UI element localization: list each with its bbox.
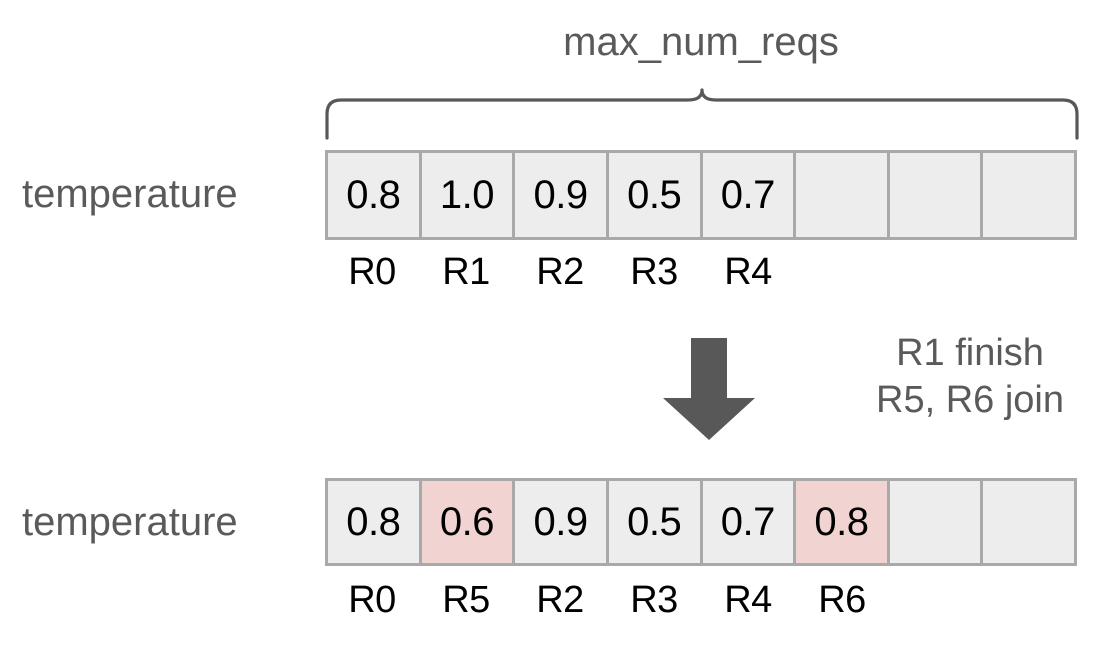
transition-note-line: R5, R6 join — [876, 379, 1064, 422]
request-id-label: R0 — [348, 579, 396, 621]
request-ids-after: R0 R5 R2 R3 R4 R6 — [325, 581, 1077, 619]
request-id-label: R4 — [724, 251, 772, 293]
request-id-label: R3 — [630, 251, 678, 293]
transition-note-line: R1 finish — [896, 332, 1044, 374]
buffer-cell: 1.0 — [421, 153, 516, 237]
buffer-cell-empty — [889, 481, 984, 563]
buffer-cell-highlighted: 0.8 — [796, 481, 890, 563]
request-id-label-empty — [795, 253, 889, 291]
buffer-cell-highlighted: 0.6 — [421, 481, 516, 563]
request-ids-before: R0 R1 R2 R3 R4 — [325, 253, 1077, 291]
request-id-label: R5 — [442, 579, 490, 621]
buffer-cell-empty — [889, 153, 984, 237]
request-id-label: R6 — [818, 579, 866, 621]
request-id-label-empty — [983, 253, 1077, 291]
down-arrow-icon — [663, 338, 755, 440]
request-id-label-empty — [983, 581, 1077, 619]
transition-note: R1 finish R5, R6 join — [840, 330, 1100, 424]
buffer-cell: 0.5 — [608, 153, 703, 237]
buffer-cell-empty — [796, 153, 890, 237]
buffer-cell: 0.9 — [515, 153, 609, 237]
row-label-after: temperature — [22, 500, 238, 544]
temperature-buffer-before: 0.8 1.0 0.9 0.5 0.7 — [325, 150, 1077, 240]
request-id-label: R2 — [536, 579, 584, 621]
buffer-cell: 0.9 — [515, 481, 609, 563]
request-id-label: R0 — [348, 251, 396, 293]
buffer-cell: 0.5 — [608, 481, 703, 563]
request-id-label: R3 — [630, 579, 678, 621]
buffer-cell: 0.7 — [702, 153, 797, 237]
max-num-reqs-title: max_num_reqs — [563, 20, 839, 64]
request-id-label-empty — [889, 581, 983, 619]
request-id-label-empty — [889, 253, 983, 291]
request-id-label: R4 — [724, 579, 772, 621]
capacity-brace — [325, 88, 1079, 140]
request-id-label: R2 — [536, 251, 584, 293]
row-label-before: temperature — [22, 172, 238, 216]
buffer-cell: 0.8 — [328, 481, 422, 563]
request-id-label: R1 — [442, 251, 490, 293]
temperature-buffer-after: 0.8 0.6 0.9 0.5 0.7 0.8 — [325, 478, 1077, 566]
buffer-cell: 0.7 — [702, 481, 797, 563]
buffer-cell-empty — [983, 481, 1074, 563]
buffer-cell-empty — [983, 153, 1074, 237]
buffer-cell: 0.8 — [328, 153, 422, 237]
